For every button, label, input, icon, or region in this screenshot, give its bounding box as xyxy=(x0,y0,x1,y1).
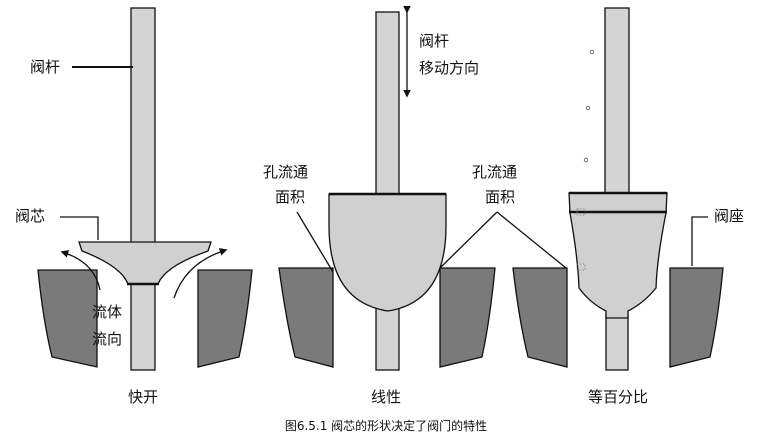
seat-leader xyxy=(691,216,708,266)
area-leader-right-b xyxy=(496,211,567,269)
panel-quick-open: 阀杆 阀芯 流体 流向 快开 xyxy=(15,7,253,406)
stem-motion-label-line2: 移动方向 xyxy=(419,59,479,77)
area-label-right-line2: 面积 xyxy=(485,188,515,206)
panel-linear: 阀杆 移动方向 孔流通 面积 线性 xyxy=(263,5,496,406)
area-label-right-line1: 孔流通 xyxy=(472,163,517,181)
flow-arrow-right xyxy=(173,248,228,299)
area-leader-left xyxy=(296,211,334,273)
panel-title-quick-open: 快开 xyxy=(128,388,158,406)
valve-plug xyxy=(328,193,447,312)
figure-caption: 图6.5.1 阀芯的形状决定了阀门的特性 xyxy=(285,418,487,433)
panel-title-equal-percentage: 等百分比 xyxy=(588,388,648,406)
valve-seat-right xyxy=(439,267,496,368)
flow-arrow-left xyxy=(60,250,101,291)
stem-label: 阀杆 xyxy=(30,58,60,76)
valve-stem xyxy=(130,7,156,371)
flow-label-line1: 流体 xyxy=(92,303,122,321)
flow-label-line2: 流向 xyxy=(92,330,122,348)
panel-title-linear: 线性 xyxy=(371,388,401,406)
seat-marker-upper xyxy=(576,208,586,216)
dot-marker xyxy=(585,105,591,111)
dot-marker xyxy=(583,157,589,163)
seat-marker-lower xyxy=(576,263,586,271)
area-label-left-line2: 面积 xyxy=(275,188,305,206)
valve-stem-lower xyxy=(605,315,629,371)
plug-label: 阀芯 xyxy=(15,207,45,225)
area-leader-right-a xyxy=(439,211,498,269)
dot-marker xyxy=(589,49,595,55)
valve-seat-left xyxy=(278,267,334,368)
valve-stem xyxy=(375,11,400,371)
valve-seat-right xyxy=(669,267,724,368)
area-label-left-line1: 孔流通 xyxy=(263,163,308,181)
seat-label: 阀座 xyxy=(714,207,744,225)
stem-motion-label-line1: 阀杆 xyxy=(419,32,449,50)
valve-seat-left xyxy=(37,269,98,368)
valve-seat-right xyxy=(197,269,253,368)
valve-stem xyxy=(604,7,630,195)
valve-plug xyxy=(568,192,668,319)
plug-leader xyxy=(60,216,99,240)
valve-seat-left xyxy=(512,267,568,368)
panel-equal-percentage: 孔流通 面积 阀座 等百分比 xyxy=(439,7,744,406)
valve-plug xyxy=(78,241,212,285)
